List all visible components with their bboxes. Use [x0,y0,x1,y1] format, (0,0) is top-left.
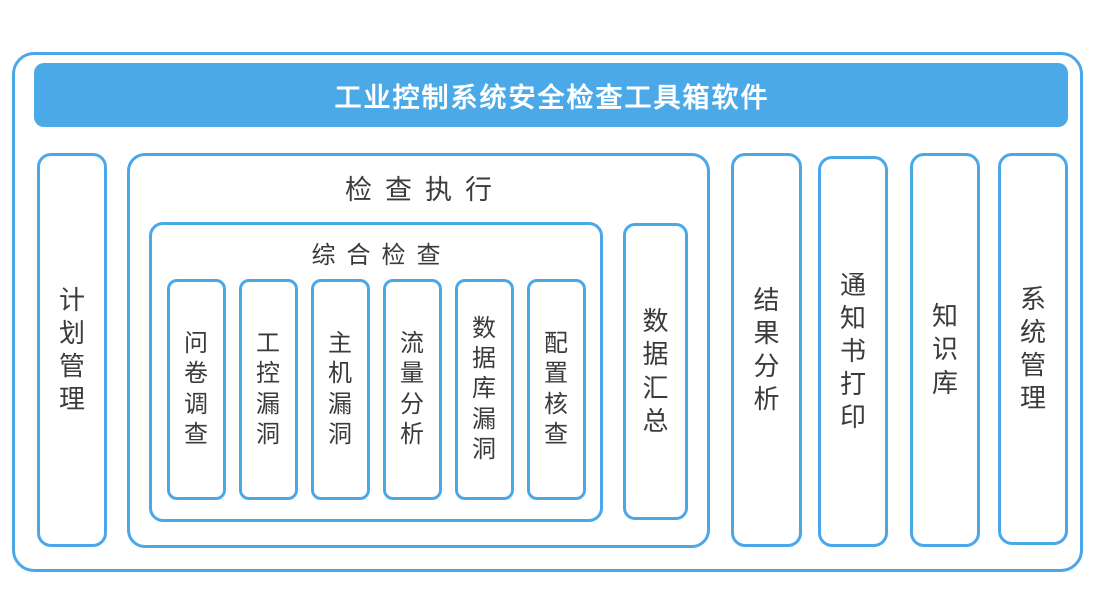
result-analysis-label: 结果分析 [753,284,780,415]
module-ics-vulnerability: 工控漏洞 [238,279,298,500]
host-vulnerability-label: 主机漏洞 [328,330,352,448]
module-configuration-check: 配置核查 [526,279,586,500]
module-result-analysis: 结果分析 [731,153,802,547]
plan-management-label: 计划管理 [58,284,85,415]
module-knowledge-base: 知识库 [910,153,980,547]
module-traffic-analysis: 流量分析 [382,279,442,500]
module-database-vulnerability: 数据库漏洞 [454,279,514,500]
database-vulnerability-label: 数据库漏洞 [472,314,496,463]
module-inspection-execution: 检查执行 综合检查 问卷调查 工控漏洞 主机漏洞 流量分析 数据库漏洞 [127,153,710,548]
module-comprehensive-inspection: 综合检查 问卷调查 工控漏洞 主机漏洞 流量分析 数据库漏洞 配置核 [149,222,603,522]
module-plan-management: 计划管理 [37,153,107,547]
page-title: 工业控制系统安全检查工具箱软件 [334,82,770,113]
title-bar: 工业控制系统安全检查工具箱软件 [34,63,1068,127]
configuration-check-label: 配置核查 [544,330,568,448]
module-questionnaire-survey: 问卷调查 [166,279,226,500]
system-management-label: 系统管理 [1019,283,1046,414]
module-notice-printing: 通知书打印 [818,156,888,547]
comprehensive-inspection-items: 问卷调查 工控漏洞 主机漏洞 流量分析 数据库漏洞 配置核查 [152,279,600,500]
ics-vulnerability-label: 工控漏洞 [256,330,280,448]
inspection-execution-label: 检查执行 [345,175,505,205]
questionnaire-survey-label: 问卷调查 [184,330,208,448]
module-data-summary: 数据汇总 [623,223,688,520]
notice-printing-label: 通知书打印 [839,269,866,433]
module-host-vulnerability: 主机漏洞 [310,279,370,500]
knowledge-base-label: 知识库 [931,301,958,398]
data-summary-label: 数据汇总 [642,306,669,436]
comprehensive-inspection-label: 综合检查 [311,242,452,269]
module-system-management: 系统管理 [998,153,1068,545]
traffic-analysis-label: 流量分析 [400,330,424,448]
